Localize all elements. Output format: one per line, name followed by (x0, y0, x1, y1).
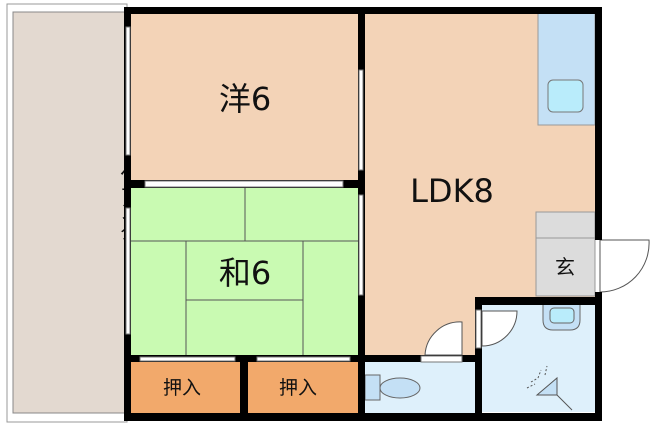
shower-icon (526, 365, 573, 411)
veranda (12, 11, 126, 414)
closet-2 (248, 362, 358, 413)
entrance-label: 玄 (555, 255, 575, 279)
toilet-door[interactable] (424, 321, 463, 356)
windows (125, 26, 482, 363)
doors (424, 239, 650, 356)
entrance (535, 237, 596, 297)
western-room (131, 13, 358, 180)
closet-1-label: 押入 (163, 377, 201, 399)
western-room-label: 洋6 (219, 80, 271, 118)
closet-2-label: 押入 (279, 377, 317, 399)
shoe-cabinet (535, 211, 596, 239)
toilet-tank-icon (364, 374, 381, 401)
closet-1 (131, 362, 240, 413)
sink-icon (547, 79, 584, 113)
bathroom-door[interactable] (481, 310, 518, 347)
ldk-label: LDK8 (410, 172, 494, 210)
tatami-lines (131, 188, 358, 355)
entrance-door[interactable] (599, 239, 650, 293)
toilet-icon (379, 377, 421, 399)
japanese-room-label: 和6 (219, 254, 271, 292)
